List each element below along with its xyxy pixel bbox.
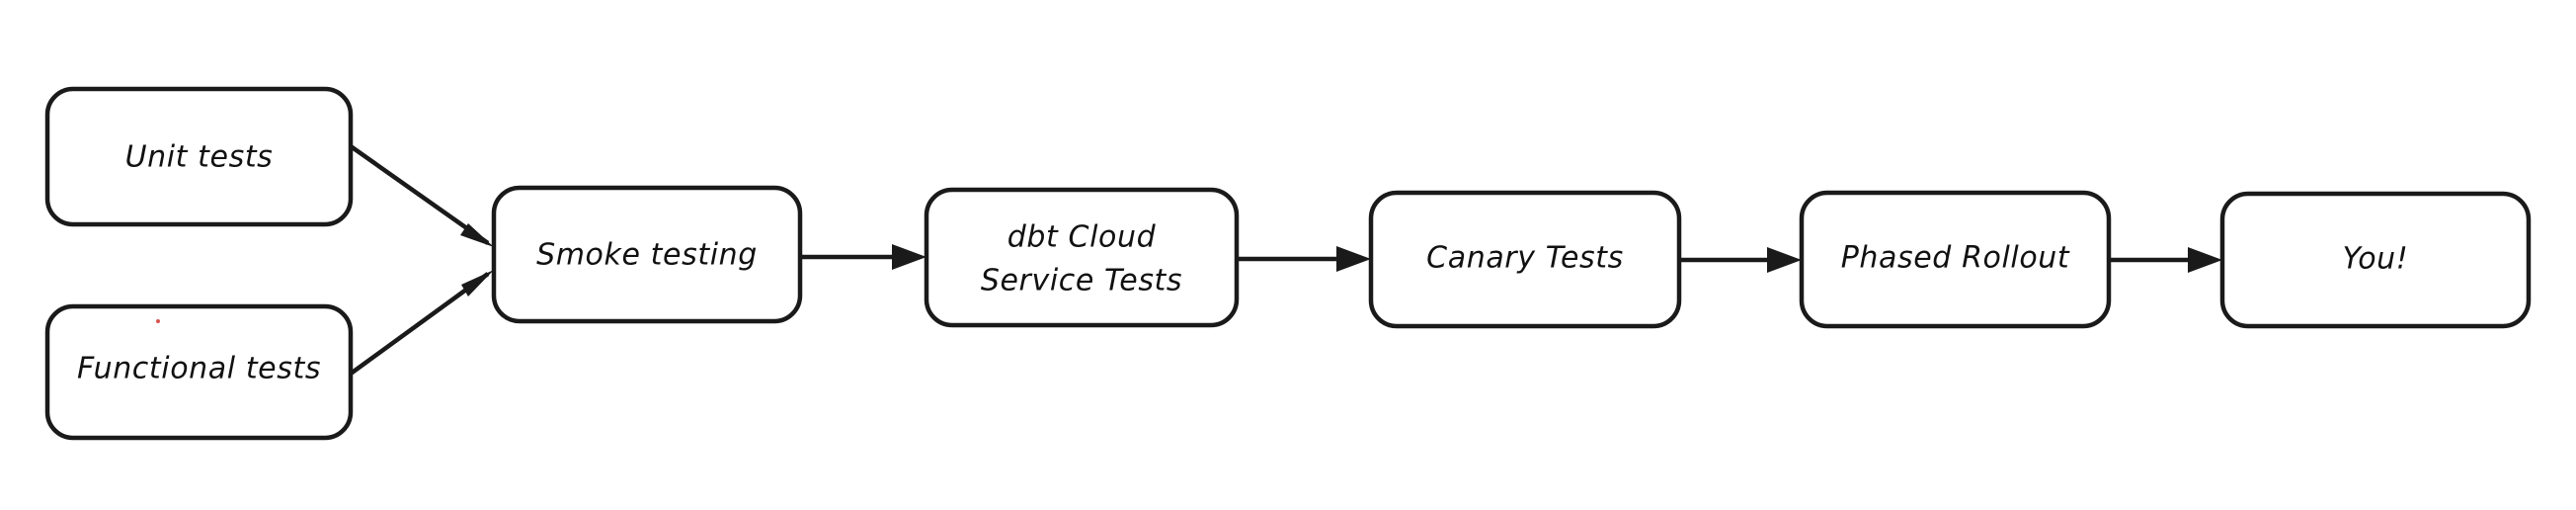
node-functional-tests[interactable]: Functional tests (44, 303, 354, 441)
node-dbt-cloud-service-tests-label-line1: dbt Cloud (1007, 220, 1157, 255)
node-dbt-cloud-service-tests-shape[interactable] (924, 187, 1240, 328)
node-phased-rollout[interactable]: Phased Rollout (1799, 190, 2112, 329)
node-dbt-cloud-service-tests[interactable]: dbt Cloud Service Tests (924, 187, 1240, 328)
edge-smoke-to-dbt-arrowhead (892, 244, 926, 270)
node-unit-tests-shape[interactable] (44, 86, 354, 227)
edge-canary-to-phased-arrowhead (1767, 247, 1802, 273)
node-you-shape[interactable] (2219, 191, 2532, 329)
edge-unit-to-smoke (349, 144, 494, 247)
node-dbt-cloud-service-tests-label-line2: Service Tests (981, 264, 1182, 298)
edge-dbt-to-canary-arrowhead (1336, 246, 1371, 272)
node-functional-tests-label: Functional tests (77, 352, 321, 386)
ink-speck (156, 319, 160, 323)
edge-dbt-to-canary (1237, 246, 1371, 272)
edge-functional-to-smoke (349, 270, 494, 376)
edge-phased-to-you-arrowhead (2188, 247, 2222, 273)
edge-smoke-to-dbt (800, 244, 926, 270)
node-you[interactable]: You! (2219, 191, 2532, 329)
node-unit-tests[interactable]: Unit tests (44, 86, 354, 227)
node-canary-tests[interactable]: Canary Tests (1368, 190, 1682, 329)
edge-canary-to-phased (1679, 247, 1802, 273)
node-phased-rollout-label: Phased Rollout (1841, 241, 2070, 276)
node-smoke-testing-shape[interactable] (491, 185, 803, 324)
edge-unit-to-smoke-arrowhead (460, 223, 494, 247)
node-smoke-testing-label: Smoke testing (536, 238, 758, 273)
edge-functional-to-smoke-arrowhead (461, 270, 494, 297)
node-unit-tests-label: Unit tests (125, 140, 274, 175)
edge-unit-to-smoke-line (349, 144, 490, 245)
node-functional-tests-shape[interactable] (44, 303, 354, 441)
node-smoke-testing[interactable]: Smoke testing (491, 185, 803, 324)
edge-phased-to-you (2109, 247, 2222, 273)
node-canary-tests-shape[interactable] (1368, 190, 1682, 329)
node-canary-tests-label: Canary Tests (1426, 241, 1624, 276)
node-phased-rollout-shape[interactable] (1799, 190, 2112, 329)
node-you-label: You! (2343, 242, 2409, 277)
